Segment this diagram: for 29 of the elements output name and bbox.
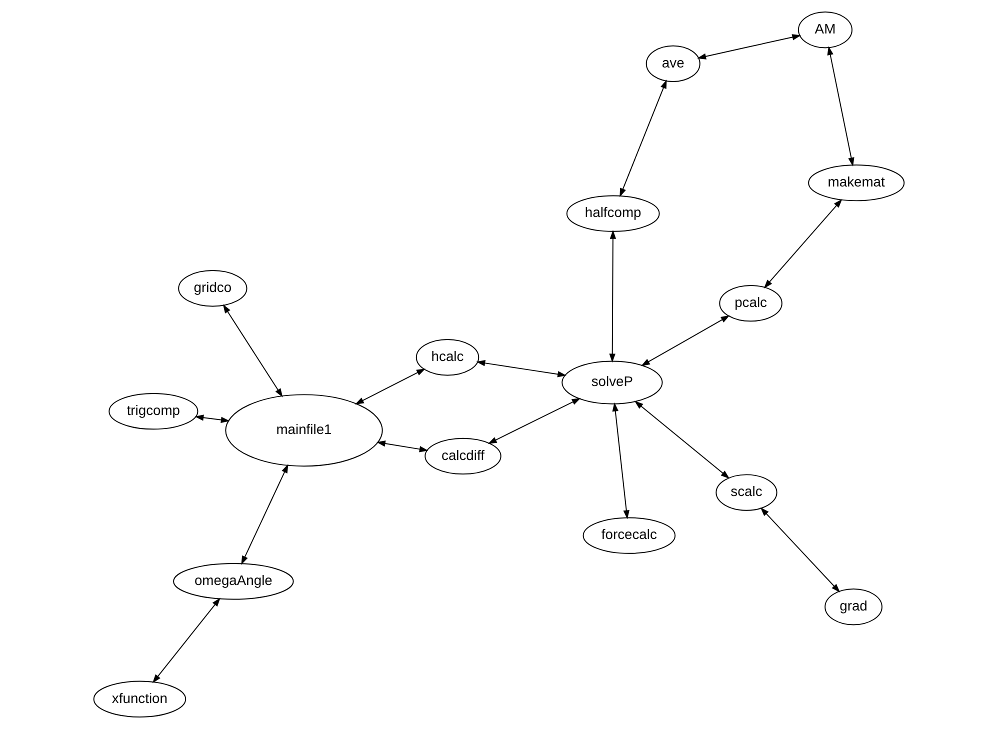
node-ellipse: ave	[646, 45, 700, 82]
node-ellipse: AM	[798, 12, 852, 48]
node-ellipse: grad	[824, 588, 882, 626]
arrow	[376, 440, 428, 452]
node-ellipse: makemat	[808, 164, 905, 202]
arrow	[152, 598, 220, 684]
arrow	[241, 464, 288, 565]
node-ellipse: scalc	[716, 474, 778, 511]
arrow	[194, 414, 230, 423]
node-ellipse: forcecalc	[582, 517, 676, 554]
arrow	[612, 402, 630, 520]
arrow	[476, 360, 566, 378]
node-ellipse: xfunction	[93, 680, 186, 718]
arrow	[697, 34, 802, 60]
arrow	[827, 46, 854, 166]
arrow	[760, 507, 840, 593]
arrow	[222, 304, 283, 398]
arrow	[609, 230, 616, 363]
arrow	[634, 400, 730, 479]
node-ellipse: omegaAngle	[173, 563, 294, 600]
arrow	[640, 315, 730, 366]
arrow	[354, 368, 426, 404]
node-ellipse: halfcomp	[566, 195, 660, 232]
node-ellipse: gridco	[178, 270, 248, 307]
node-ellipse: trigcomp	[108, 393, 198, 430]
arrow	[620, 80, 667, 198]
arrow	[488, 398, 581, 444]
arrow	[764, 198, 842, 288]
node-ellipse: mainfile1	[225, 394, 383, 467]
